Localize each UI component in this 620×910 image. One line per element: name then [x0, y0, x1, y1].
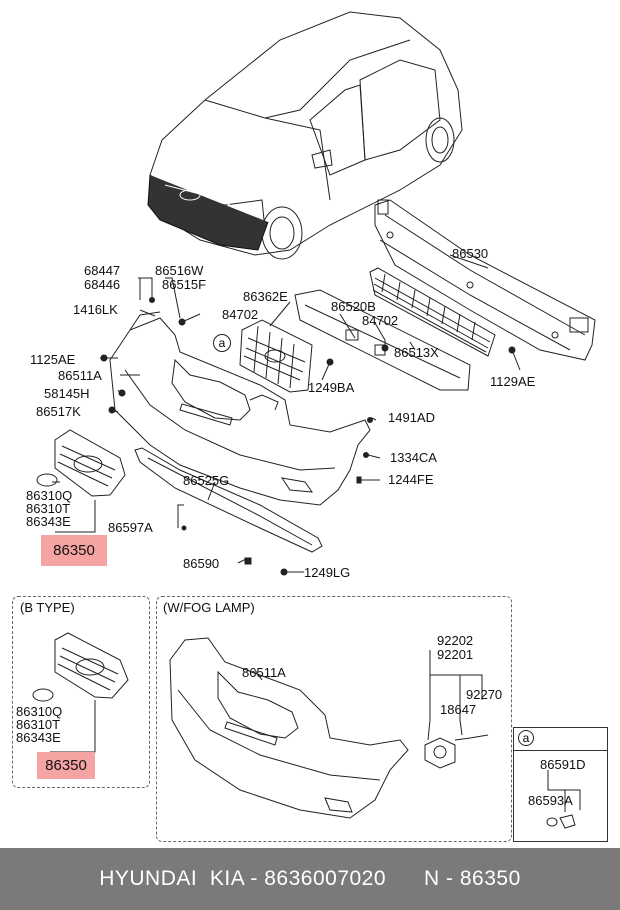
label-68446: 68446: [84, 277, 121, 292]
label-1244fe: 1244FE: [388, 472, 434, 487]
footer-text: HYUNDAI KIA - 8636007020 N - 86350: [99, 867, 521, 890]
footer-bar: HYUNDAI KIA - 8636007020 N - 86350: [0, 848, 620, 910]
b-type-label-86310q: 86310Q: [16, 704, 63, 719]
label-1416lk: 1416LK: [73, 302, 118, 317]
label-86511a: 86511A: [58, 368, 102, 383]
leader-lines: [52, 254, 521, 573]
lower-lip: [134, 447, 323, 553]
b-type-panel: [12, 596, 150, 788]
label-84702-a: 84702: [222, 307, 259, 322]
label-1334ca: 1334CA: [390, 450, 437, 465]
fog-lamp-panel: [156, 596, 512, 842]
car-illustration: [147, 11, 463, 260]
callout-label-86591d: 86591D: [540, 757, 586, 772]
label-1491ad: 1491AD: [388, 410, 435, 425]
label-68447: 68447: [84, 263, 121, 278]
label-86343e: 86343E: [26, 514, 71, 529]
detail-a-circle: a: [518, 730, 534, 746]
label-86310t: 86310T: [26, 501, 71, 516]
fog-label-86511a: 86511A: [242, 665, 286, 680]
fasteners: [100, 297, 516, 576]
fog-lamp-bumper: [169, 637, 489, 819]
label-86513x: 86513X: [394, 345, 439, 360]
b-type-highlight: 86350: [37, 752, 95, 779]
b-type-label-86343e: 86343E: [16, 730, 61, 745]
lower-grille: [369, 267, 496, 357]
label-86530: 86530: [452, 246, 489, 261]
upper-grille: [239, 319, 313, 393]
part-number-highlight: 86350: [41, 535, 107, 566]
front-bumper: [109, 311, 371, 506]
reinforcement-beam: [374, 199, 596, 361]
detail-a-header: [513, 727, 608, 751]
label-1129ae: 1129AE: [490, 374, 536, 389]
label-1249ba: 1249BA: [308, 380, 355, 395]
label-86362e: 86362E: [243, 289, 288, 304]
label-1249lg: 1249LG: [304, 565, 351, 580]
callout-art: [546, 770, 581, 829]
label-84702-b: 84702: [362, 313, 399, 328]
main-grille-assembly: [36, 429, 126, 497]
label-86525g: 86525G: [183, 473, 230, 488]
label-86520b: 86520B: [331, 299, 376, 314]
b-type-title: (B TYPE): [20, 600, 75, 615]
fog-label-92202: 92202: [437, 633, 474, 648]
fog-lamp-title: (W/FOG LAMP): [163, 600, 255, 615]
fog-label-18647: 18647: [440, 702, 477, 717]
b-type-label-86310t: 86310T: [16, 717, 61, 732]
label-86516w: 86516W: [155, 263, 204, 278]
label-86310q: 86310Q: [26, 488, 73, 503]
label-86597a: 86597A: [108, 520, 153, 535]
fog-label-92270: 92270: [466, 687, 503, 702]
fog-label-92201: 92201: [437, 647, 474, 662]
energy-absorber: [294, 289, 471, 391]
callout-label-86593a: 86593A: [528, 793, 573, 808]
label-86590: 86590: [183, 556, 220, 571]
label-86515f: 86515F: [162, 277, 207, 292]
label-1125ae: 1125AE: [30, 352, 76, 367]
label-58145h: 58145H: [44, 386, 90, 401]
detail-a-marker: a: [213, 334, 231, 352]
parts-diagram: [32, 11, 596, 829]
label-86517k: 86517K: [36, 404, 81, 419]
